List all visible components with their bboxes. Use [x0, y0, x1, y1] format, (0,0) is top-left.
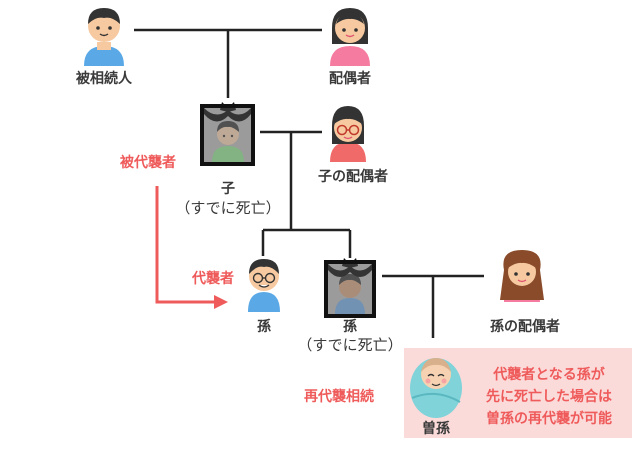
- substitution-arrow: [155, 186, 216, 304]
- decedent-label: 被相続人: [76, 71, 132, 87]
- spouse-figure: [330, 8, 370, 66]
- note-text: 代襲者となる孫が 先に死亡した場合は 曽孫の再代襲が可能: [466, 364, 632, 430]
- note-line-2: 先に死亡した場合は: [486, 389, 612, 405]
- substitute-annotation: 代襲者: [192, 271, 234, 287]
- re-substitution-annotation: 再代襲相続: [304, 389, 374, 405]
- grandchild2-note: （すでに死亡）: [297, 336, 403, 354]
- grandchild-spouse-label: 孫の配偶者: [490, 319, 560, 335]
- child-note: （すでに死亡）: [175, 199, 281, 217]
- note-line-1: 代襲者となる孫が: [493, 367, 605, 383]
- decedent-figure: [84, 8, 124, 66]
- grandchild2-label: 孫: [343, 319, 357, 335]
- child-spouse-label: 子の配偶者: [318, 169, 388, 185]
- grandchild-spouse-figure: [500, 250, 544, 302]
- grandchild2-portrait: [324, 258, 376, 318]
- substitution-arrow-head: [214, 295, 228, 309]
- child-spouse-figure: [330, 106, 366, 162]
- grandchild-label: 孫: [257, 319, 271, 335]
- great-grandchild-figure: [410, 358, 462, 418]
- grandchild-figure: [248, 259, 280, 312]
- great-grandchild-label: 曽孫: [422, 421, 450, 437]
- substituted-annotation: 被代襲者: [120, 155, 176, 171]
- note-line-3: 曽孫の再代襲が可能: [486, 411, 612, 427]
- child-portrait: [200, 102, 255, 166]
- spouse-label: 配偶者: [329, 71, 371, 87]
- child-label: 子: [221, 181, 235, 197]
